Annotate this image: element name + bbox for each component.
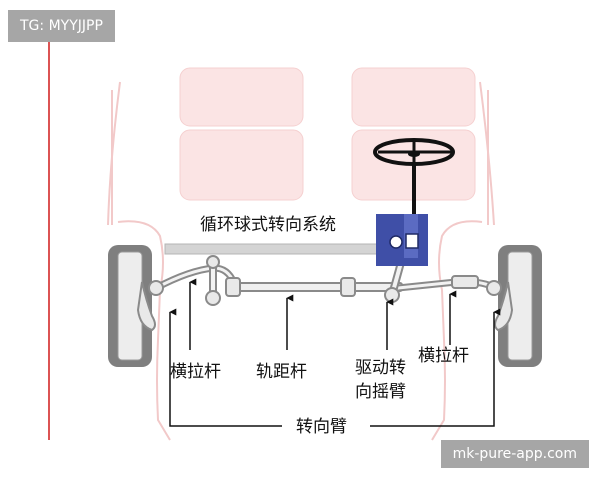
seats xyxy=(179,67,476,201)
label-track-rod: 轨距杆 xyxy=(256,362,307,382)
right-wheel xyxy=(498,245,542,367)
label-pitman-arm-line2: 向摇臂 xyxy=(355,382,406,402)
left-seat-back xyxy=(179,67,304,127)
label-tie-rod-right: 横拉杆 xyxy=(418,346,469,366)
frame-rail xyxy=(164,243,394,255)
label-tie-rod-left: 横拉杆 xyxy=(170,362,221,382)
label-arrows xyxy=(169,278,501,427)
label-pitman-arm-line1: 驱动转 xyxy=(355,358,406,378)
label-steering-system: 循环球式转向系统 xyxy=(200,215,336,235)
right-seat-back xyxy=(351,67,476,127)
watermark-top-left: TG: MYYJJPP xyxy=(8,10,115,42)
steering-linkage xyxy=(136,246,514,332)
label-steering-arm: 转向臂 xyxy=(296,417,347,437)
car-body-outline xyxy=(107,81,495,441)
steering-gearbox xyxy=(376,214,428,266)
left-seat-cushion xyxy=(179,129,304,201)
watermark-bottom-right: mk-pure-app.com xyxy=(440,440,589,468)
